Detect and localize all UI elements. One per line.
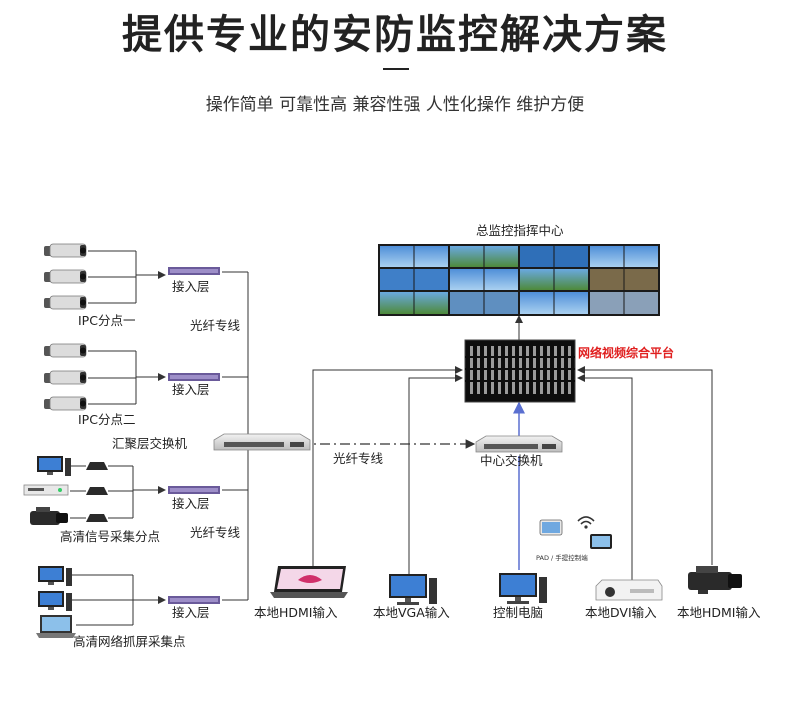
access-switch-icon xyxy=(168,267,220,275)
video-wall-label: 总监控指挥中心 xyxy=(476,223,564,238)
wifi-icon xyxy=(577,516,595,529)
encoder-icon xyxy=(86,514,108,522)
center-switch-icon xyxy=(475,435,563,453)
desktop-computer-icon xyxy=(389,574,437,605)
platform-label: 网络视频综合平台 xyxy=(578,345,674,360)
camera-icon xyxy=(44,269,87,284)
media-player-icon xyxy=(23,484,69,496)
title-divider xyxy=(383,68,409,70)
aggregation-switch-icon xyxy=(213,433,311,451)
ipc-group-1-label: IPC分点一 xyxy=(78,313,135,328)
desktop-computer-icon xyxy=(38,591,72,611)
camera-icon xyxy=(44,295,87,310)
camera-icon xyxy=(44,370,87,385)
encoder-icon xyxy=(86,462,108,470)
video-camera-icon xyxy=(688,566,742,594)
terminal-label-control-pc: 控制电脑 xyxy=(493,605,543,620)
tablet-icon xyxy=(590,534,612,549)
terminal-label-dvi: 本地DVI输入 xyxy=(585,605,657,620)
access-switch-icon xyxy=(168,596,220,604)
camera-icon xyxy=(44,343,87,358)
camera-icon xyxy=(44,396,87,411)
access-layer-label-3: 接入层 xyxy=(172,496,210,511)
pad-label: PAD / 手提控制端 xyxy=(536,553,588,562)
tablet-icon xyxy=(539,519,563,536)
laptop-icon xyxy=(36,615,76,638)
desktop-computer-icon xyxy=(37,456,71,476)
video-platform-chassis xyxy=(464,339,576,403)
desktop-computer-icon xyxy=(38,566,72,586)
terminal-label-hdmi-right: 本地HDMI输入 xyxy=(677,605,761,620)
screen-capture-group-label: 高清网络抓屏采集点 xyxy=(73,634,186,649)
video-wall-display xyxy=(378,244,660,316)
laptop-icon xyxy=(270,566,348,598)
fiber-label-2: 光纤专线 xyxy=(333,451,384,466)
terminal-label-vga: 本地VGA输入 xyxy=(373,605,450,620)
access-layer-label-1: 接入层 xyxy=(172,279,210,294)
encoder-icon xyxy=(86,487,108,495)
fiber-label-1: 光纤专线 xyxy=(190,318,241,333)
page-subtitle: 操作简单 可靠性高 兼容性强 人性化操作 维护方便 xyxy=(205,95,585,115)
hd-signal-group-label: 高清信号采集分点 xyxy=(60,529,160,544)
access-switch-icon xyxy=(168,486,220,494)
aggregation-switch-label: 汇聚层交换机 xyxy=(112,436,188,451)
camera-icon xyxy=(44,243,87,258)
access-layer-label-2: 接入层 xyxy=(172,382,210,397)
desktop-computer-icon xyxy=(499,573,547,604)
projector-icon xyxy=(595,579,663,601)
terminal-label-hdmi-left: 本地HDMI输入 xyxy=(254,605,338,620)
access-switch-icon xyxy=(168,373,220,381)
fiber-label-3: 光纤专线 xyxy=(190,525,241,540)
center-switch-label: 中心交换机 xyxy=(480,453,543,468)
access-layer-label-4: 接入层 xyxy=(172,605,210,620)
center-wiring xyxy=(300,315,713,580)
video-camera-icon xyxy=(30,507,68,525)
page-title: 提供专业的安防监控解决方案 xyxy=(122,12,668,58)
ipc-group-2-label: IPC分点二 xyxy=(78,412,135,427)
